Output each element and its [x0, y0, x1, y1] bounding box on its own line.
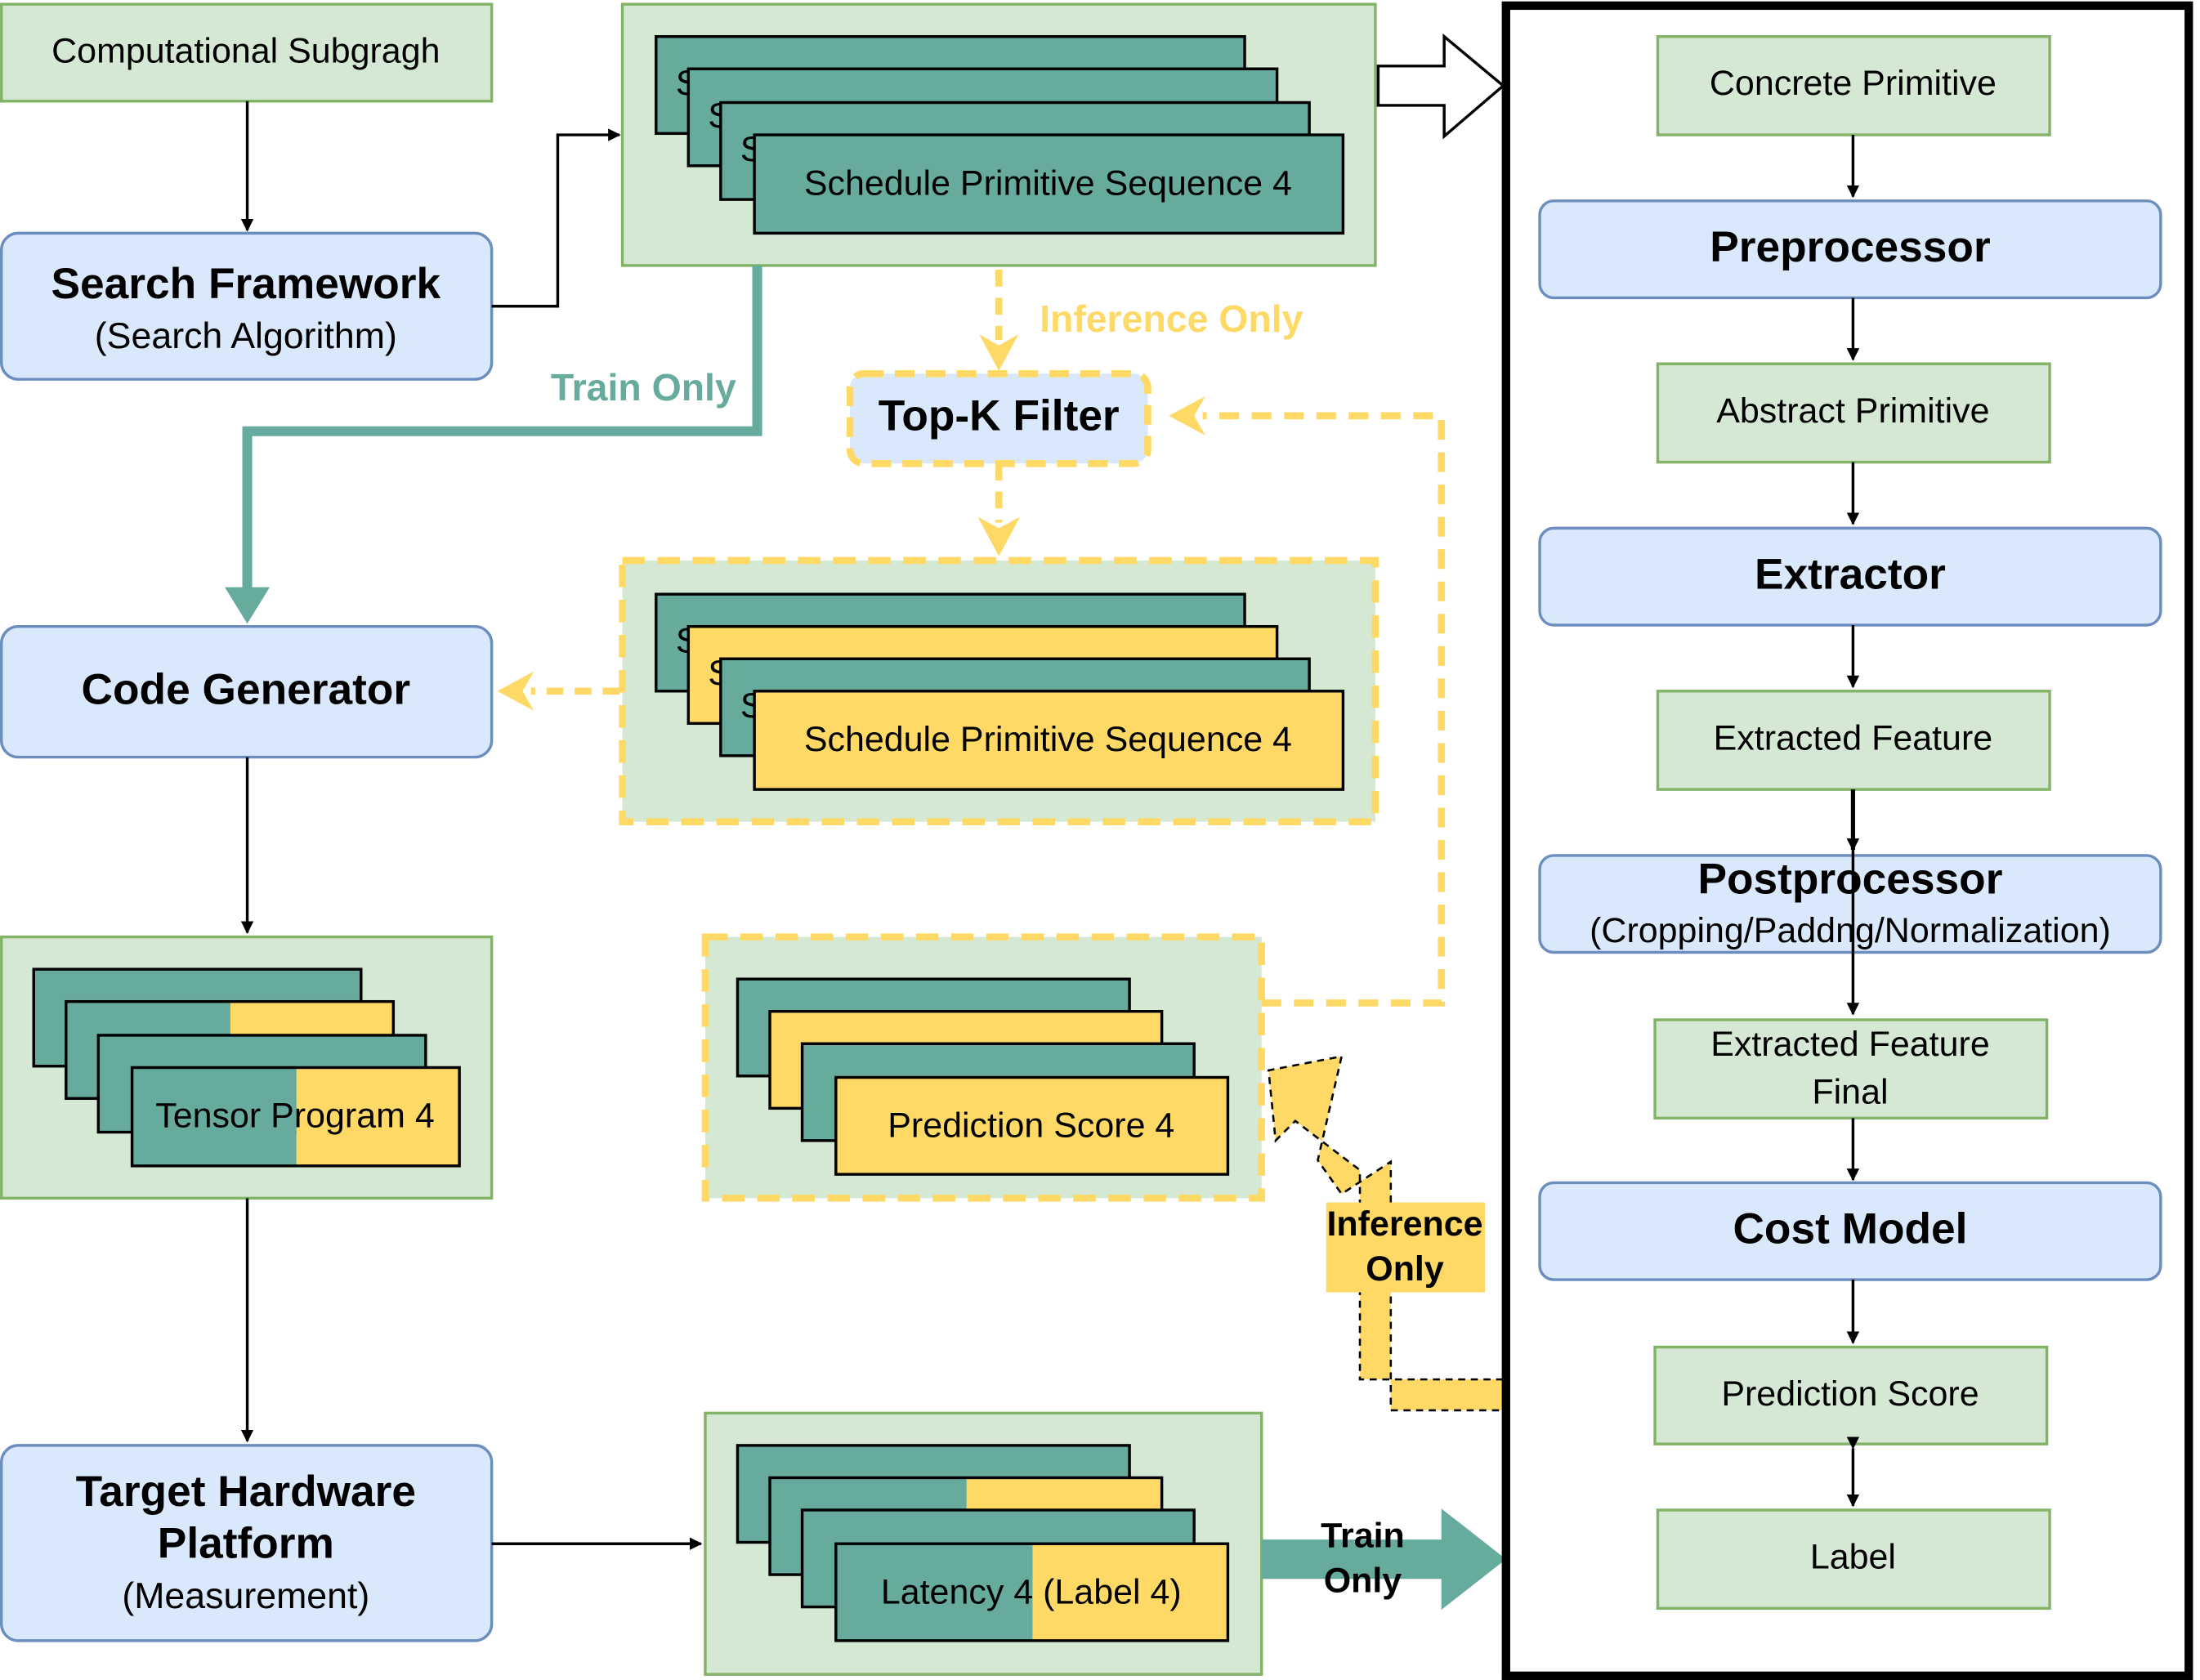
- score-to-topk-feedback-path: [1202, 412, 1446, 1007]
- prediction-score-box: Prediction Score: [1653, 1345, 2049, 1445]
- label-label: Label: [1810, 1537, 1896, 1576]
- extracted-feature-box: Extracted Feature: [1656, 690, 2051, 791]
- filtered-to-codegen-arrowhead: [497, 671, 534, 711]
- tensor-program-card-4-yellow: [296, 1067, 460, 1166]
- prediction-scores-group: Prediction Score 4: [701, 933, 1265, 1202]
- abstract-primitive-label: Abstract Primitive: [1716, 391, 1989, 431]
- train-only-arrowhead: [225, 587, 271, 624]
- topk-to-filtered-arrowhead: [977, 516, 1021, 556]
- train-only-path: [242, 265, 762, 591]
- prediction-score-label: Prediction Score: [1721, 1374, 1979, 1414]
- filtered-sequences-group: S S S Schedule Primitive Sequence 4: [619, 556, 1379, 825]
- cost-model-panel: [1501, 1, 2193, 1680]
- tensor-program-label: Tensor Program 4: [155, 1097, 435, 1136]
- hardware-title-line2: Platform: [158, 1520, 334, 1568]
- postprocessor-label: Postprocessor: [1697, 856, 2002, 904]
- cost-model-box: Cost Model: [1538, 1181, 2162, 1281]
- prediction-score-4-label: Prediction Score 4: [888, 1106, 1174, 1146]
- topk-filter-box: Top-K Filter: [846, 369, 1151, 467]
- train-only-label: Train Only: [551, 366, 736, 409]
- postprocessor-subtitle: (Cropping/Paddng/Normalization): [1590, 911, 2111, 950]
- abstract-primitive-box: Abstract Primitive: [1656, 362, 2051, 464]
- label-box: Label: [1656, 1508, 2051, 1611]
- inference-only-arrow-line1: Inference: [1326, 1204, 1482, 1244]
- tensor-program-card-4-teal: [132, 1067, 297, 1166]
- preprocessor-box: Preprocessor: [1538, 199, 2162, 300]
- extracted-final-line1: Extracted Feature: [1710, 1025, 1990, 1064]
- train-only-big-arrow: [1261, 1508, 1506, 1611]
- search-framework-title: Search Framework: [51, 260, 440, 308]
- extractor-box: Extractor: [1538, 526, 2162, 627]
- concrete-primitive-box: Concrete Primitive: [1656, 34, 2051, 136]
- hardware-subtitle: (Measurement): [122, 1576, 369, 1616]
- train-only-arrow-line1: Train: [1321, 1517, 1405, 1556]
- extracted-feature-label: Extracted Feature: [1714, 718, 1993, 757]
- tensor-programs-group: Tensor Program 4: [0, 935, 494, 1200]
- train-only-arrow-line2: Only: [1324, 1562, 1402, 1601]
- search-framework-subtitle: (Search Algorithm): [95, 316, 397, 356]
- inference-only-arrow-label-bg: [1326, 1202, 1486, 1293]
- hardware-title-line1: Target Hardware: [76, 1468, 416, 1516]
- inference-only-arrowhead: [979, 334, 1019, 371]
- code-generator-label: Code Generator: [82, 666, 411, 714]
- concrete-primitive-label: Concrete Primitive: [1710, 64, 1997, 103]
- target-hardware-box: Target Hardware Platform (Measurement): [0, 1444, 494, 1642]
- subgraph-box: Computational Subgragh: [0, 2, 494, 103]
- preprocessor-label: Preprocessor: [1710, 223, 1990, 271]
- cost-model-label: Cost Model: [1733, 1205, 1967, 1253]
- arrow-search-to-sequences: [491, 128, 621, 308]
- extracted-final-line2: Final: [1812, 1072, 1888, 1111]
- extractor-label: Extractor: [1755, 551, 1946, 599]
- extracted-feature-final-box: Extracted Feature Final: [1653, 1018, 2049, 1120]
- latency-label: Latency 4 (Label 4): [881, 1572, 1182, 1611]
- inference-only-label: Inference Only: [1040, 297, 1303, 340]
- sequence-card-4-label: Schedule Primitive Sequence 4: [804, 163, 1292, 203]
- postprocessor-box: Postprocessor (Cropping/Paddng/Normaliza…: [1538, 854, 2162, 954]
- code-generator-box: Code Generator: [0, 624, 494, 759]
- score-to-topk-feedback-arrowhead: [1169, 395, 1205, 436]
- schedule-sequences-group: S S S Schedule Primitive Sequence 4: [620, 2, 1377, 267]
- latency-group: Latency 4 (Label 4): [704, 1411, 1263, 1676]
- filtered-card-4-label: Schedule Primitive Sequence 4: [804, 720, 1292, 759]
- subgraph-label: Computational Subgragh: [51, 32, 440, 71]
- sequences-to-panel-hollow-arrow: [1376, 34, 1506, 140]
- inference-only-arrow-line2: Only: [1366, 1249, 1444, 1289]
- search-framework-box: Search Framework (Search Algorithm): [0, 231, 494, 381]
- topk-filter-label: Top-K Filter: [879, 391, 1120, 440]
